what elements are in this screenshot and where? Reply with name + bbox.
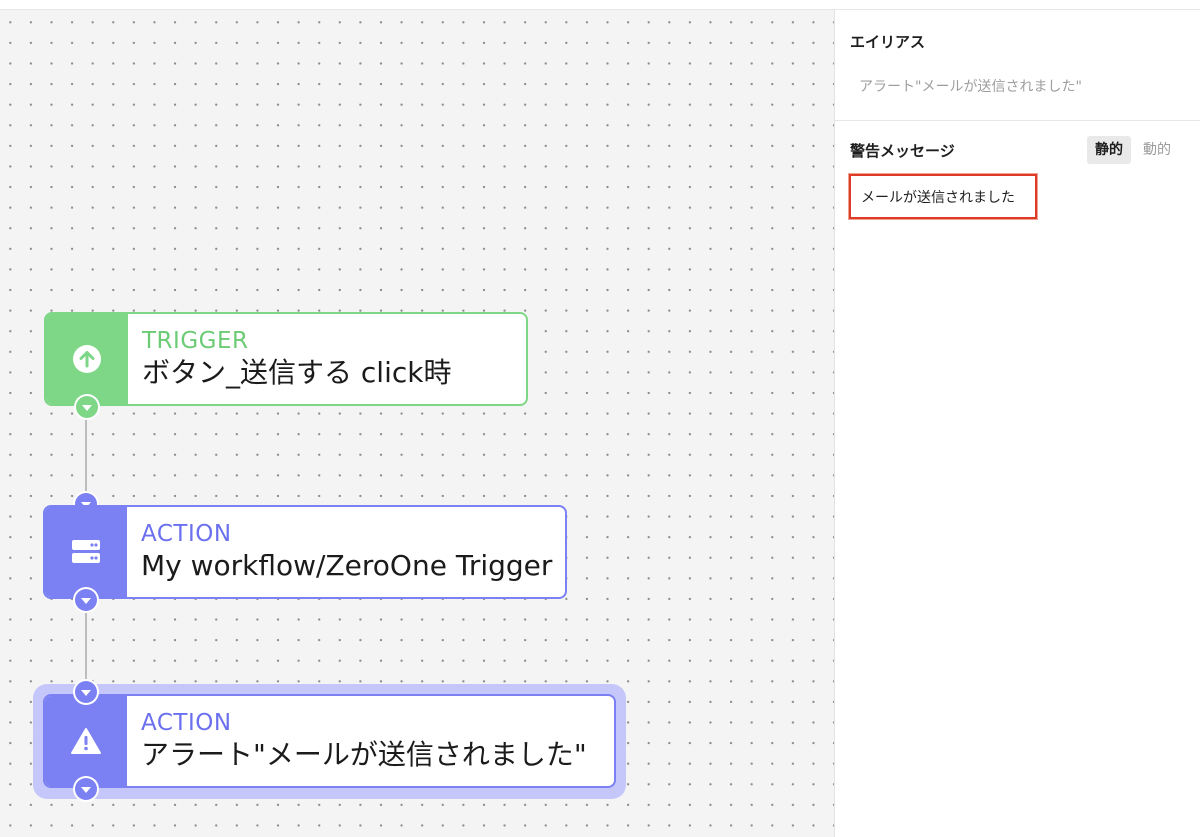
action-icon-area (45, 696, 127, 786)
node-kind-label: TRIGGER (142, 328, 249, 354)
dynamic-mode-toggle[interactable]: 動的 (1143, 142, 1171, 158)
action-icon-area (45, 507, 127, 597)
node-title: My workflow/ZeroOne Trigger (141, 549, 553, 582)
warning-message-input[interactable]: メールが送信されました (849, 174, 1037, 219)
chevron-down-icon (81, 598, 91, 604)
connector-line (85, 418, 87, 494)
node-title: アラート"メールが送信されました" (141, 738, 587, 771)
section-divider (835, 120, 1200, 121)
warning-message-label: 警告メッセージ (850, 142, 955, 160)
server-icon (72, 540, 100, 563)
static-mode-toggle[interactable]: 静的 (1087, 136, 1131, 164)
chevron-down-icon (82, 405, 92, 411)
chevron-down-icon (81, 690, 91, 696)
output-port[interactable] (73, 587, 99, 613)
alias-input[interactable] (849, 72, 1189, 102)
alias-label: エイリアス (850, 33, 926, 51)
alert-action-node[interactable]: ACTION アラート"メールが送信されました" (43, 694, 616, 788)
output-port[interactable] (74, 394, 100, 420)
node-kind-label: ACTION (141, 521, 232, 547)
top-bar (0, 0, 1200, 10)
properties-panel: エイリアス 警告メッセージ 静的 動的 メールが送信されました (834, 10, 1200, 837)
node-kind-label: ACTION (141, 710, 232, 736)
trigger-node[interactable]: TRIGGER ボタン_送信する click時 (44, 312, 528, 406)
output-port[interactable] (73, 776, 99, 802)
trigger-icon-area (46, 314, 128, 404)
action-node[interactable]: ACTION My workflow/ZeroOne Trigger (43, 505, 567, 599)
input-port[interactable] (73, 679, 99, 705)
arrow-up-circle-icon (73, 345, 101, 373)
connector-line (85, 612, 87, 682)
chevron-down-icon (81, 787, 91, 793)
warning-icon (71, 728, 101, 754)
node-title: ボタン_送信する click時 (142, 356, 452, 389)
